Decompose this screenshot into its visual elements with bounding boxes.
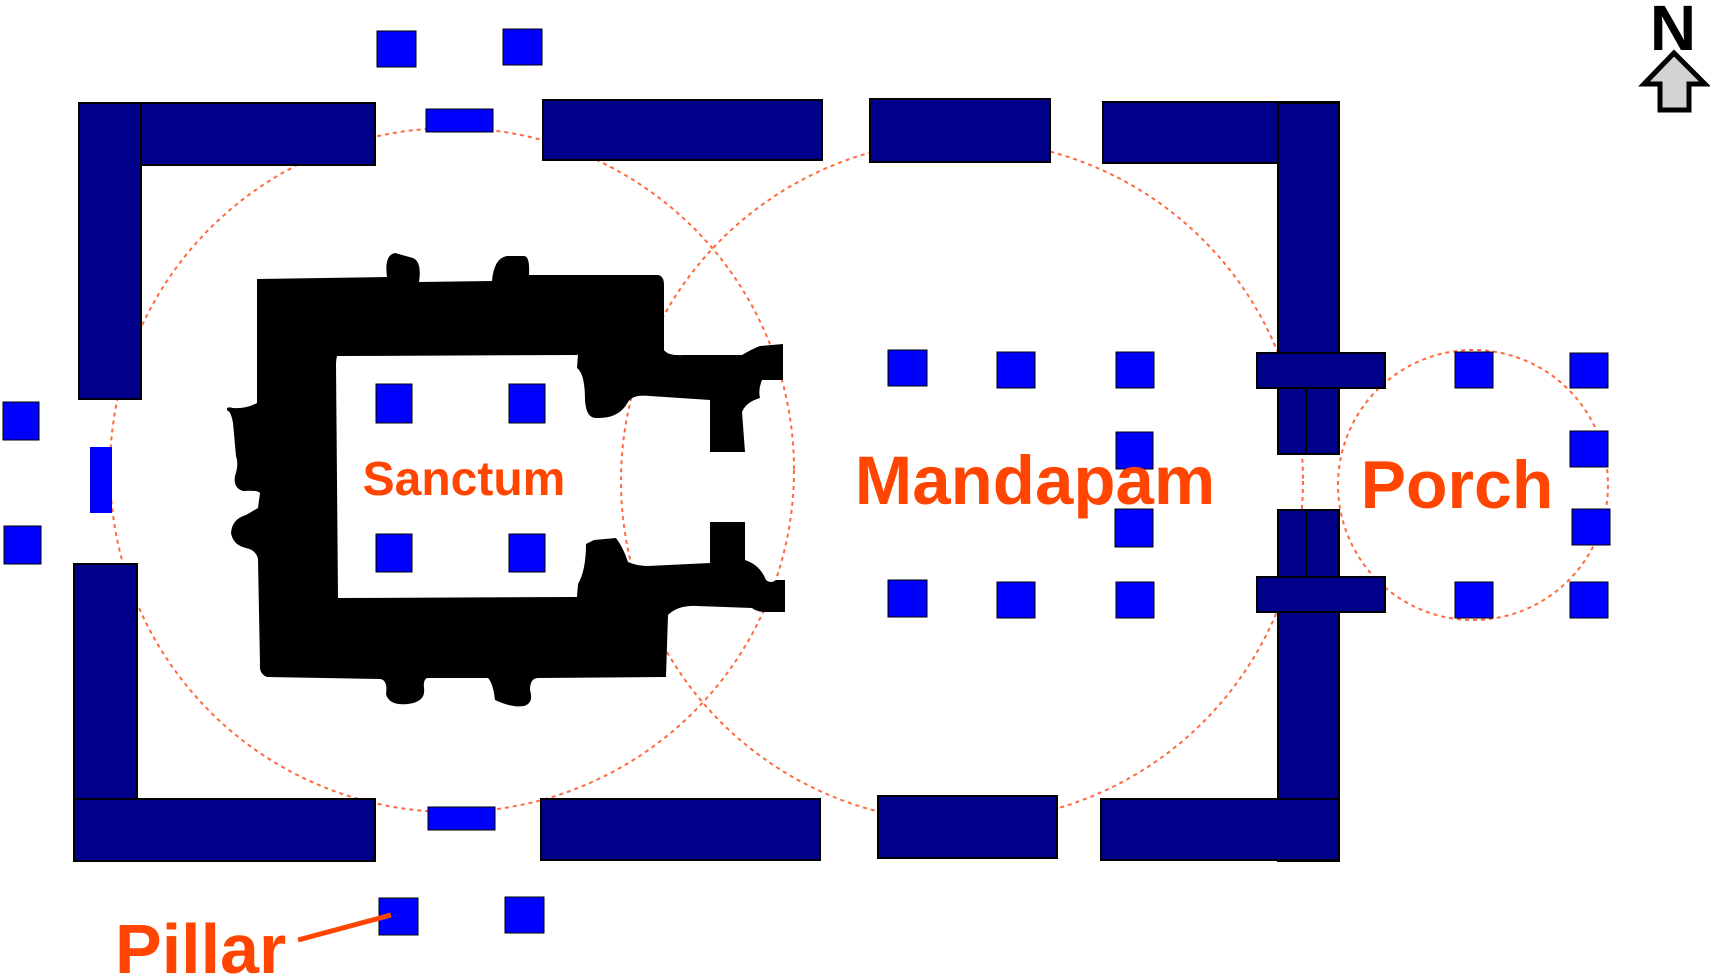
pillar-pointer-line <box>297 912 392 943</box>
north-arrow-shape <box>1638 49 1710 113</box>
pillar <box>3 525 42 565</box>
pillar <box>508 533 546 573</box>
wall-segment <box>1256 352 1386 389</box>
pillar <box>996 351 1036 389</box>
pillar <box>1114 508 1154 548</box>
sanctum-label: Sanctum <box>363 453 566 506</box>
wall-segment <box>73 798 376 862</box>
wall-segment <box>1305 387 1339 455</box>
pillar <box>1569 430 1609 468</box>
wall-segment <box>1100 798 1340 861</box>
pillar <box>2 401 40 441</box>
pillar <box>1115 581 1155 619</box>
porch-label: Porch <box>1361 447 1554 523</box>
mandapam-label: Mandapam <box>855 442 1215 519</box>
pillar <box>887 579 928 618</box>
doorway-slab <box>425 108 494 133</box>
wall-segment <box>78 102 142 400</box>
doorway-slabs <box>90 108 496 831</box>
wall-segment <box>540 798 821 861</box>
wall-segment <box>1305 509 1339 578</box>
pillar <box>1569 352 1609 389</box>
pillars <box>2 28 1611 936</box>
pillar <box>1569 581 1609 619</box>
pillar <box>1571 508 1611 546</box>
sanctum-shrine <box>226 253 785 707</box>
mandapam-zone <box>620 139 1304 823</box>
porch-zone <box>1337 349 1609 621</box>
pillar <box>1454 581 1494 619</box>
pillar <box>504 896 545 934</box>
doorway-slab <box>90 447 112 513</box>
outer-walls <box>73 98 1386 862</box>
pillar <box>375 533 413 573</box>
pillar <box>502 28 543 66</box>
pillar <box>887 349 928 387</box>
doorway-slab <box>427 806 496 831</box>
pillar-label: Pillar <box>115 910 286 974</box>
pillar <box>996 581 1036 619</box>
pillar <box>1115 431 1154 470</box>
pillar <box>376 30 417 68</box>
pillar <box>508 383 546 424</box>
pillar <box>1454 351 1494 389</box>
wall-segment <box>542 99 823 161</box>
wall-segment <box>877 795 1058 859</box>
pillar <box>1115 351 1155 389</box>
wall-segment <box>1256 576 1386 613</box>
north-arrow-icon: N <box>1638 0 1710 113</box>
pillar <box>375 383 413 424</box>
wall-segment <box>869 98 1051 163</box>
